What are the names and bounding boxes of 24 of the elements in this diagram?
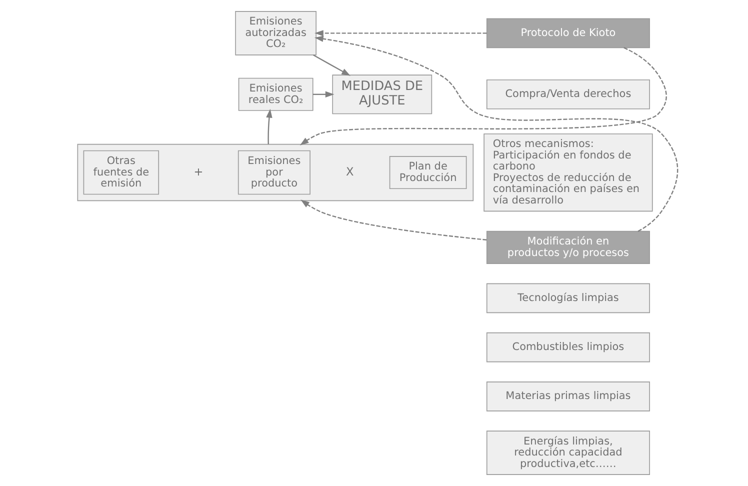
arrow [299, 47, 666, 146]
node-box: Plan de Producción [388, 156, 466, 190]
label: + [193, 166, 203, 178]
node-box: Modificación en productos y/o procesos [486, 230, 650, 264]
node-box: Materias primas limpias [486, 382, 650, 412]
arrow [314, 30, 486, 36]
node-box: Combustibles limpios [486, 332, 650, 362]
arrow [266, 108, 272, 144]
node-box: Emisiones por producto [237, 150, 310, 195]
arrow [314, 36, 678, 232]
arrow [300, 200, 486, 240]
node-box: Energías limpias, reducción capacidad productiva,etc…… [486, 430, 650, 475]
node-box: Otros mecanismos: Participación en fondos de carbono Proyectos de reducción de contaminación en países en vía desarrollo [483, 133, 652, 212]
cluster [76, 144, 474, 202]
arrow [312, 54, 350, 76]
node-box: Protocolo de Kioto [486, 18, 650, 48]
node-box: Compra/Venta derechos [486, 79, 650, 110]
node-box: Emisiones reales CO₂ [238, 78, 313, 111]
arrow [312, 91, 334, 98]
node-box: Otras fuentes de emisión [82, 150, 159, 195]
node-box: Tecnologías limpias [486, 283, 650, 314]
node-box: Emisiones autorizadas CO₂ [234, 11, 316, 56]
node-box: MEDIDAS DE AJUSTE [332, 74, 432, 114]
label: X [346, 166, 354, 178]
